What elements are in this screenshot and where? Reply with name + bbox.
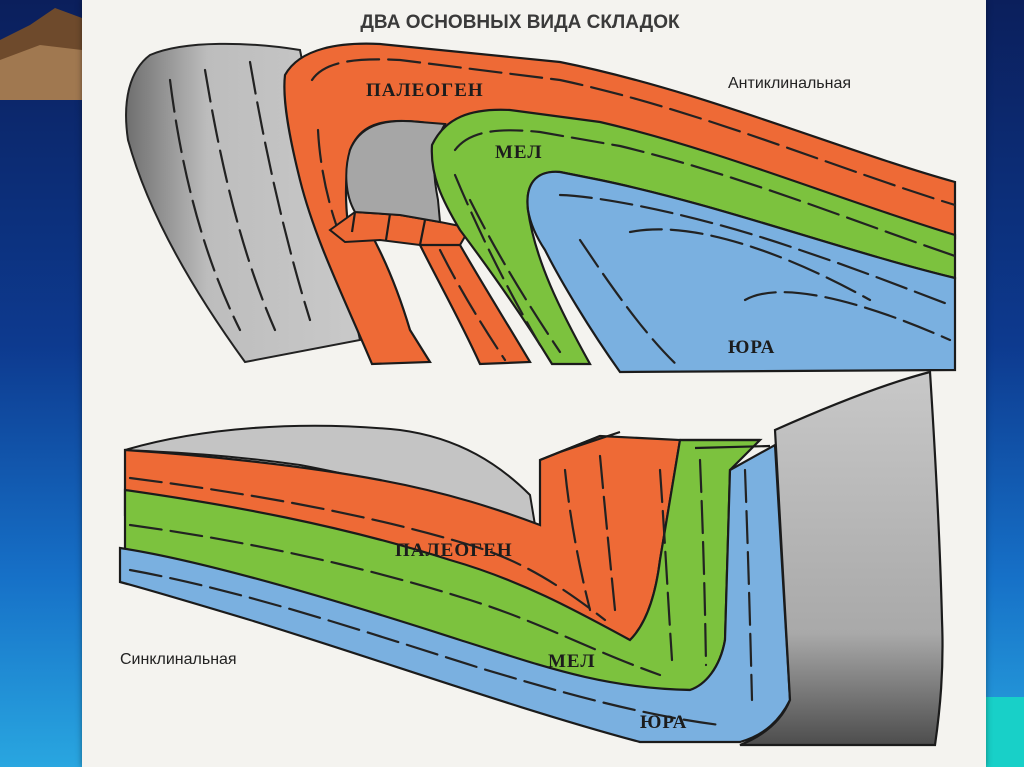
anticline-jurassic-label: ЮРА <box>728 337 775 358</box>
syncline-jurassic-layer <box>118 443 792 744</box>
anticline-paleogene-label: ПАЛЕОГЕН <box>366 80 484 101</box>
diagram-title: ДВА ОСНОВНЫХ ВИДА СКЛАДОК <box>360 12 680 33</box>
syncline-paleogene-label: ПАЛЕОГЕН <box>395 540 513 561</box>
anticline-paleogene-block <box>328 210 472 246</box>
anticline-cretaceous-label: МЕЛ <box>495 142 543 163</box>
hill-decoration <box>0 8 82 100</box>
anticline-jurassic-layer <box>526 170 957 374</box>
anticline-core-gap <box>345 119 447 224</box>
syncline-jurassic-label: ЮРА <box>640 712 687 733</box>
syncline-rock-top <box>124 424 537 527</box>
anticline-diagram: Антиклинальная ПАЛЕОГЕН МЕЛ ЮРА <box>125 42 957 374</box>
anticline-paleogene-limb <box>418 243 532 366</box>
teal-decoration <box>986 697 1024 767</box>
syncline-cretaceous-label: МЕЛ <box>548 651 596 672</box>
anticline-type-label: Антиклинальная <box>728 75 851 92</box>
syncline-rock-cliff <box>739 370 944 747</box>
syncline-type-label: Синклинальная <box>120 651 237 668</box>
syncline-diagram: Синклинальная ПАЛЕОГЕН МЕЛ ЮРА <box>118 370 944 747</box>
